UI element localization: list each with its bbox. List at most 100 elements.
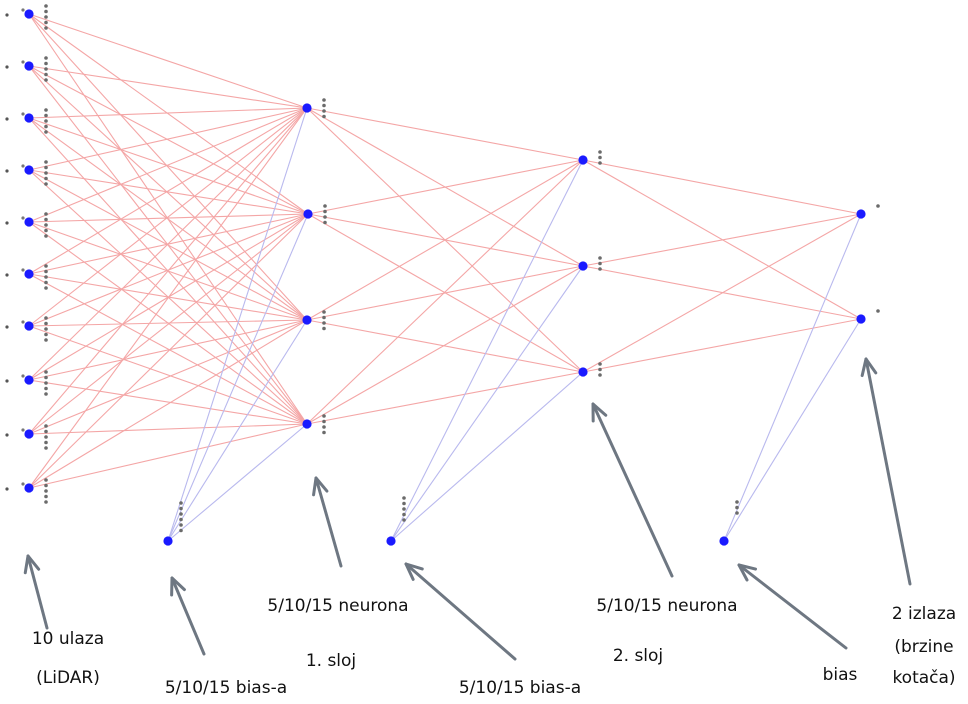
neuron-marker-dot — [598, 362, 602, 366]
neuron-marker-dot — [44, 67, 48, 71]
neuron-marker-dot — [322, 414, 326, 418]
weight-edge — [28, 65, 308, 109]
weight-edge — [28, 13, 308, 321]
hidden2-neuron — [578, 261, 588, 271]
weight-edge — [28, 169, 308, 321]
neuron-marker-dot — [322, 419, 326, 424]
labels: 10 ulaza (LiDAR) 5/10/15 bias-a 5/10/15 … — [32, 596, 956, 698]
arrow-shaft — [591, 402, 674, 578]
neuron-marker-dot — [44, 20, 48, 25]
bias-marker-dot — [735, 505, 739, 510]
neuron-marker-dot — [44, 286, 48, 290]
neuron-marker-dot — [44, 4, 48, 8]
weight-edge — [28, 423, 308, 489]
weight-edge — [28, 107, 308, 489]
outputs-label-line2: (brzine — [894, 637, 953, 657]
input-neuron — [24, 375, 34, 385]
bias-marker-dot — [402, 501, 406, 506]
neuron-marker-dot — [598, 150, 602, 154]
neuron-marker-dot — [322, 315, 326, 320]
neuron-marker-dot — [44, 478, 48, 482]
layer2-name-label: 2. sloj — [613, 646, 663, 666]
bias-marker-dot — [402, 518, 406, 522]
neuron-marker-dot — [44, 321, 48, 326]
neuron-marker-dot — [44, 165, 48, 170]
input-stub-dot — [21, 482, 25, 486]
layer2-neurons-label: 5/10/15 neurona — [596, 596, 737, 616]
weight-edge — [28, 273, 308, 425]
neuron-marker-dot — [44, 392, 48, 396]
weight-edge — [28, 107, 308, 171]
weight-edge — [307, 159, 584, 215]
neuron-marker-dot — [44, 494, 48, 499]
neuron-marker-dot — [322, 114, 326, 119]
bias-marker-dot — [179, 523, 183, 527]
weight-edge — [28, 107, 308, 381]
bias-marker-dot — [179, 506, 183, 511]
neuron-marker-dot — [44, 375, 48, 380]
neuron-marker-dot — [44, 182, 48, 186]
neuron-marker-dot — [44, 269, 48, 274]
weight-edge — [28, 169, 309, 215]
neuron-marker-dot — [598, 161, 602, 165]
neuron-marker-dot — [322, 98, 326, 102]
neuron-marker-dot — [323, 204, 327, 208]
neuron-marker-dot — [322, 310, 326, 314]
bias-marker-dot — [735, 500, 739, 504]
neuron-marker-dot — [598, 373, 602, 377]
bias-edge — [390, 265, 584, 542]
input-stub-dot — [21, 320, 25, 324]
neuron-marker-dot — [876, 309, 880, 313]
neuron-marker-dot — [323, 220, 327, 225]
input-stub-dot — [5, 487, 9, 491]
weight-edge — [28, 213, 309, 223]
neuron-marker-dot — [44, 489, 48, 493]
neuron-marker-dot — [876, 204, 880, 208]
weight-edge — [28, 117, 308, 321]
bias-marker-dot — [402, 507, 406, 511]
bias-marker-dot — [179, 528, 183, 533]
hidden2-neuron — [578, 367, 588, 377]
input-stub-dot — [21, 216, 25, 220]
neuron-marker-dot — [44, 429, 48, 434]
neuron-marker-dot — [44, 280, 48, 285]
weight-edge — [28, 13, 308, 109]
weight-edge — [28, 107, 308, 327]
neuron-marker-dot — [44, 424, 48, 428]
bias3-neuron — [719, 536, 729, 546]
weight-edge — [28, 319, 308, 327]
input-stub-dot — [21, 60, 25, 64]
neuron-marker-dot — [44, 381, 48, 385]
hidden1-neuron — [302, 103, 312, 113]
neuron-marker-dot — [44, 338, 48, 342]
weight-edge — [28, 117, 309, 215]
neuron-marker-dot — [322, 425, 326, 429]
input-neuron — [24, 165, 34, 175]
hidden1-neuron — [303, 209, 313, 219]
neuron-marker-dot — [598, 267, 602, 271]
output-neuron — [856, 314, 866, 324]
input-stub-dot — [5, 273, 9, 277]
hidden1-neuron — [302, 315, 312, 325]
weight-edge — [28, 107, 308, 119]
weight-edge — [306, 159, 584, 425]
layer1-name-label: 1. sloj — [306, 651, 356, 671]
weight-edge — [582, 213, 862, 373]
arrow-shaft — [314, 476, 343, 568]
neuron-marker-dot — [44, 228, 48, 233]
input-stub-dot — [21, 112, 25, 116]
neuron-marker-dot — [44, 327, 48, 331]
bias2-neuron — [386, 536, 396, 546]
neuron-marker-dot — [323, 215, 327, 219]
neuron-marker-dot — [44, 119, 48, 123]
input-neuron — [24, 483, 34, 493]
neuron-marker-dot — [44, 483, 48, 488]
arrow-shaft — [26, 554, 49, 630]
weight-edge — [28, 423, 308, 435]
input-stub-dot — [5, 169, 9, 173]
neuron-marker-dot — [44, 234, 48, 238]
neuron-marker-dot — [44, 176, 48, 181]
bias-edge — [167, 423, 308, 542]
inputs-label-line2: (LiDAR) — [36, 668, 100, 688]
weight-edge — [306, 371, 584, 425]
